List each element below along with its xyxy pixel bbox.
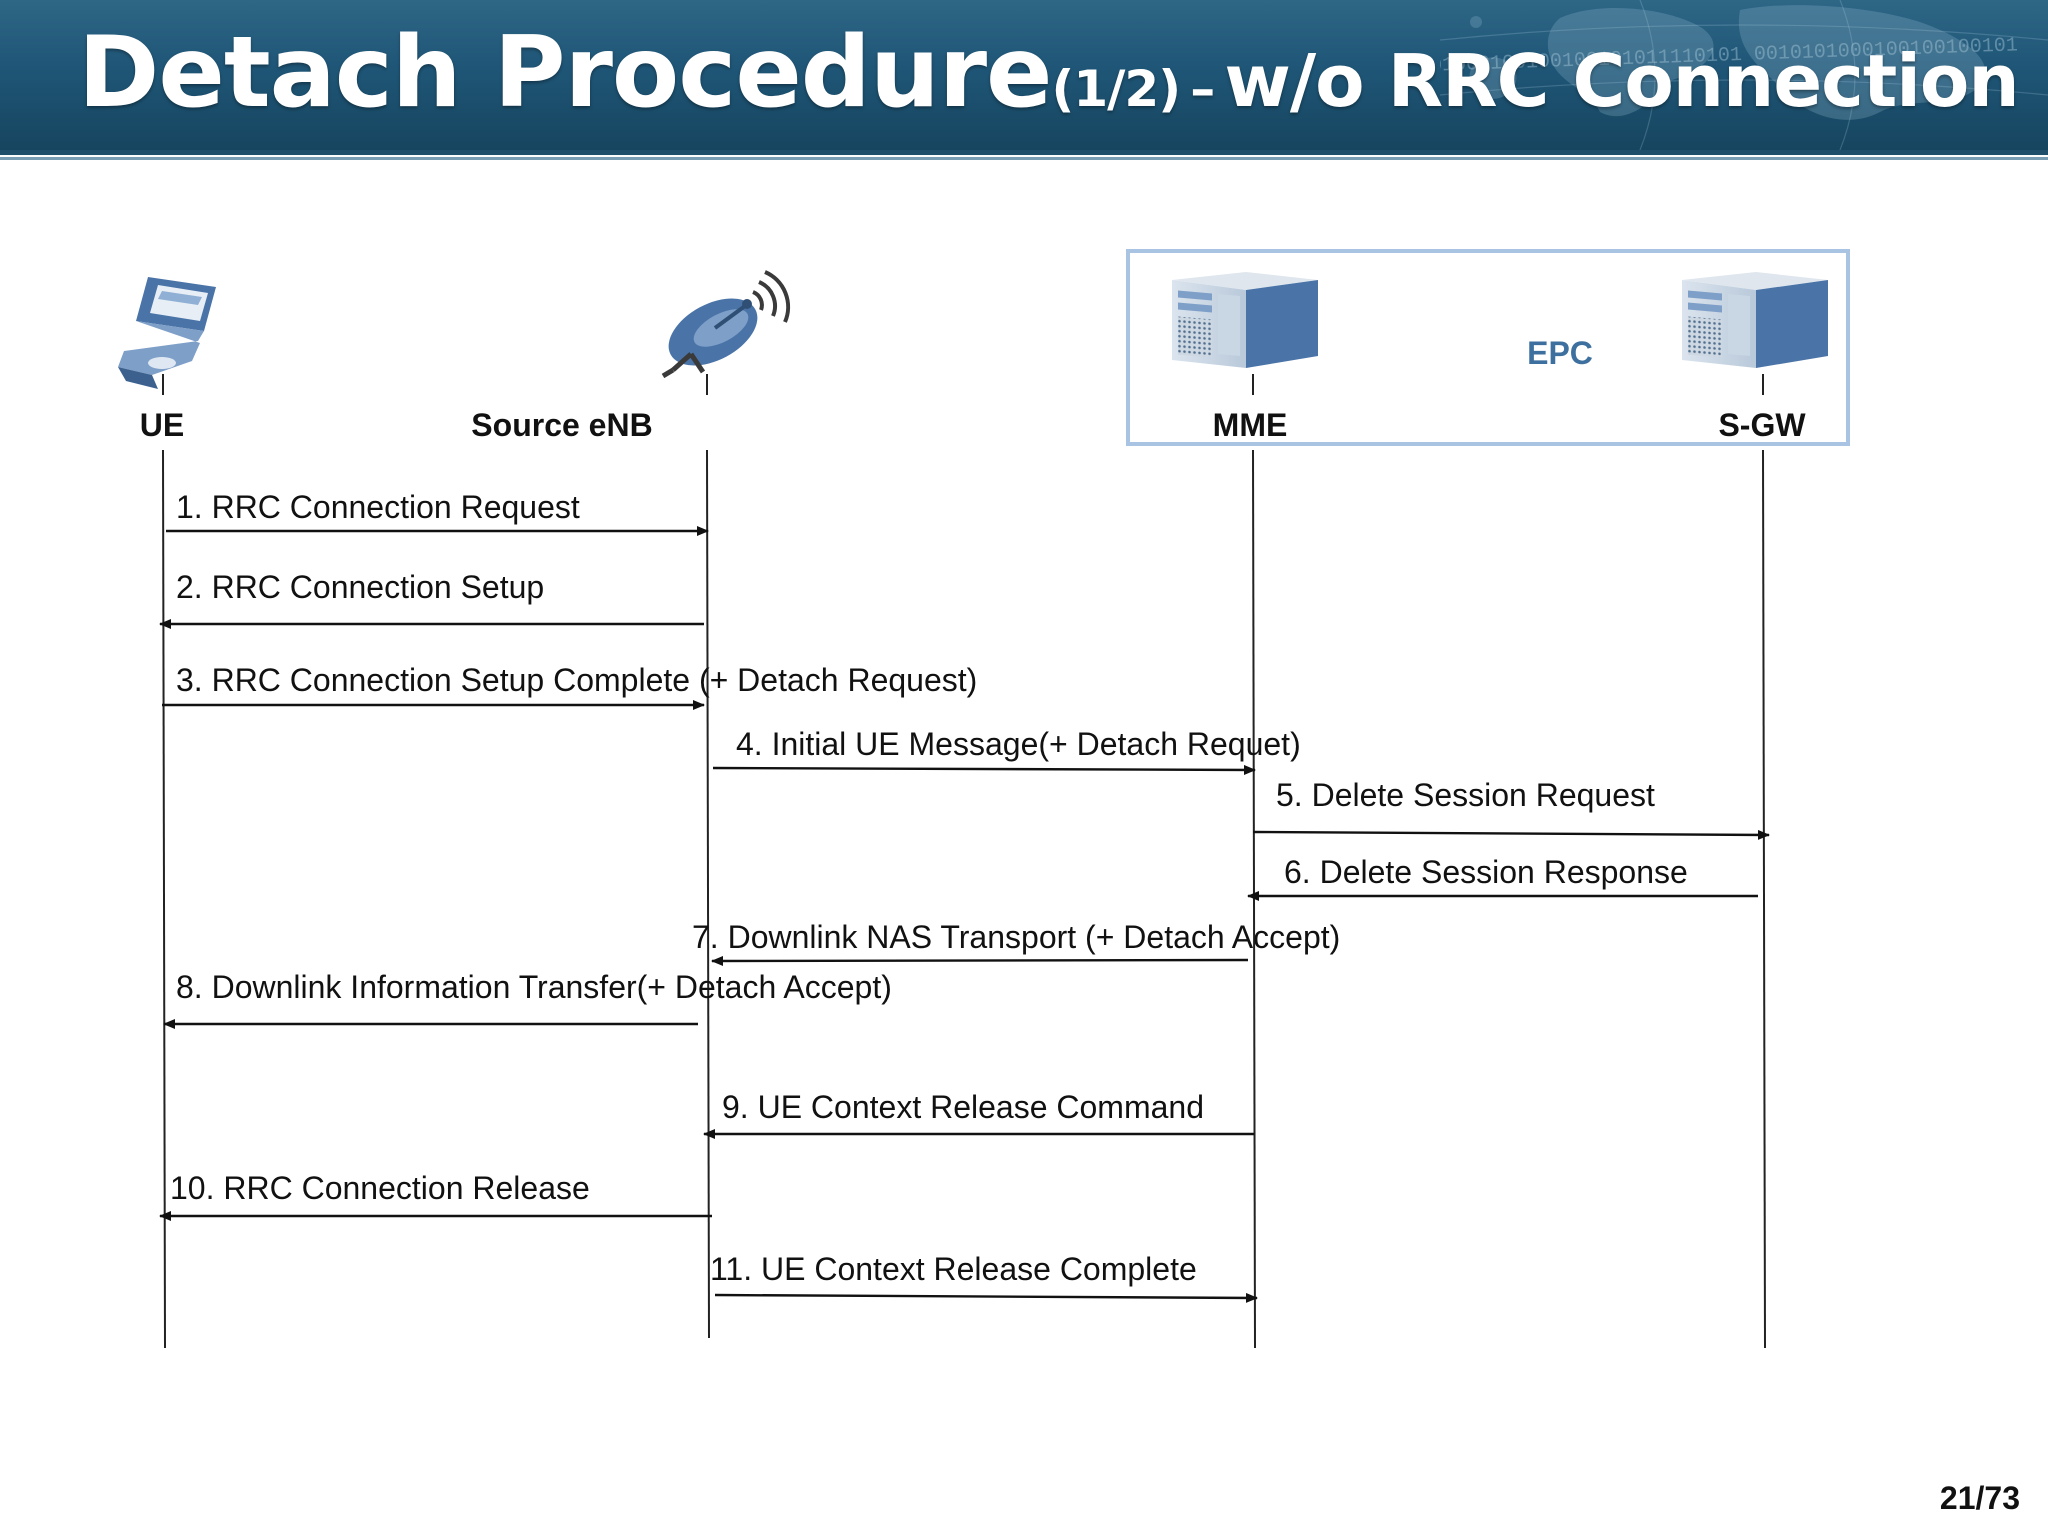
slide-title: Detach Procedure(1/2) – w/o RRC Connecti… [78, 24, 2020, 123]
message-label-4: 4. Initial UE Message(+ Detach Requet) [736, 726, 1301, 762]
message-label-6: 6. Delete Session Response [1284, 854, 1688, 890]
message-label-10: 10. RRC Connection Release [170, 1170, 590, 1206]
banner-rule-light [0, 157, 2048, 160]
world-map-decoration: 1011010110111001010101000100100100101011… [1440, 0, 2048, 150]
satellite-dish-icon [661, 270, 791, 379]
epc-group-box [1126, 249, 1850, 446]
message-label-7: 7. Downlink NAS Transport (+ Detach Acce… [692, 919, 1340, 955]
entity-label-source-enb: Source eNB [471, 407, 652, 443]
message-label-2: 2. RRC Connection Setup [176, 569, 544, 605]
page-number: 21/73 [1939, 1480, 2020, 1516]
title-subtitle: w/o RRC Connection [1224, 39, 2019, 123]
lifeline-sgw [1762, 449, 1766, 1349]
lifeline-source-enb [706, 449, 710, 1339]
message-arrow-5 [1252, 829, 1770, 840]
message-label-11: 11. UE Context Release Complete [710, 1251, 1197, 1287]
lifeline-ue [162, 449, 166, 1349]
title-dash: – [1190, 60, 1215, 118]
entity-label-mme: MME [1213, 407, 1288, 443]
epc-label: EPC [1527, 335, 1593, 371]
banner-rule [0, 150, 2048, 155]
title-banner: 1011010110111001010101000100100100101011… [0, 0, 2048, 150]
entity-label-sgw: S-GW [1718, 407, 1806, 443]
message-label-3: 3. RRC Connection Setup Complete (+ Deta… [176, 662, 977, 698]
message-label-9: 9. UE Context Release Command [722, 1089, 1204, 1125]
message-label-1: 1. RRC Connection Request [176, 489, 580, 525]
mobile-phone-icon [118, 277, 216, 389]
message-arrow-7 [711, 955, 1249, 966]
message-label-8: 8. Downlink Information Transfer(+ Detac… [176, 969, 892, 1005]
entity-label-ue: UE [140, 407, 184, 443]
message-arrow-11 [714, 1292, 1258, 1303]
message-arrow-4 [712, 764, 1256, 775]
title-part: (1/2) [1051, 60, 1182, 118]
server-icon [1172, 272, 1318, 368]
server-icon [1682, 272, 1828, 368]
title-main: Detach Procedure [78, 16, 1053, 130]
lifeline-mme [1252, 449, 1256, 1349]
message-label-5: 5. Delete Session Request [1276, 777, 1655, 813]
